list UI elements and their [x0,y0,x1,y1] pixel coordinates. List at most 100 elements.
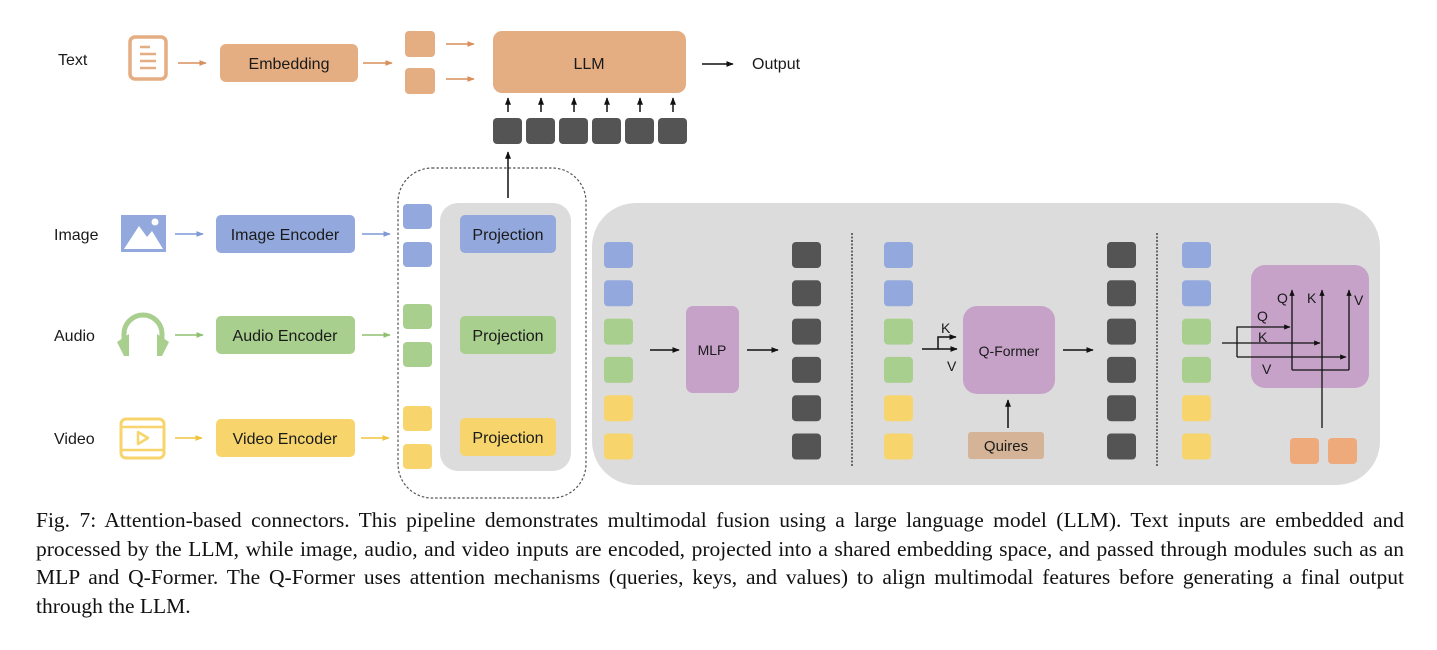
output-token-dark [1107,318,1136,345]
figure-caption: Fig. 7: Attention-based connectors. This… [36,508,1404,618]
text-input-row: Text Embedding [58,31,475,94]
image-input-row: Image Image Encoder [54,215,391,253]
attn-k-top: K [1307,290,1317,306]
audio-token [403,304,432,329]
attn-q-top: Q [1277,290,1288,306]
image-encoder-box [216,215,355,253]
qformer-box [963,306,1055,394]
audio-token [604,356,633,383]
embedding-box [220,44,358,82]
text-token [405,68,435,94]
attn-v-in: V [1262,361,1272,377]
audio-token [403,342,432,367]
video-encoder-box [216,419,355,457]
attn-k-in: K [1258,329,1268,345]
output-token-dark [1107,280,1136,307]
arrow [937,334,957,349]
output-token-dark [792,318,821,345]
headphones-icon [117,312,169,356]
output-token-dark [1107,242,1136,268]
qformer-connector: K V Q-Former Quires [922,306,1094,459]
audio-encoder-box [216,316,355,354]
image-encoder-label: Image Encoder [231,227,340,244]
input-label-audio: Audio [54,328,95,345]
image-token [403,242,432,267]
image-token [604,242,633,268]
projection-label: Projection [472,227,543,244]
output-token-dark [792,280,821,307]
video-token [604,433,633,460]
llm-block: LLM Output [493,31,801,198]
embedding-label: Embedding [249,56,330,73]
token-columns [604,242,1211,460]
audio-token [1182,356,1211,383]
output-token-dark [1107,395,1136,422]
projection-box-image [460,215,556,253]
llm-token [493,118,522,144]
input-label-text: Text [58,52,88,69]
image-icon [121,215,166,252]
image-token [1182,242,1211,268]
output-token [1290,438,1319,464]
projection-box-video [460,418,556,456]
queries-label: Quires [984,438,1028,455]
output-label: Output [752,56,801,73]
input-label-video: Video [54,431,95,448]
video-token [403,444,432,469]
llm-label: LLM [573,56,604,73]
projection-box-audio [460,316,556,354]
llm-token [658,118,687,144]
attn-v-top: V [1354,292,1364,308]
queries-box [968,432,1044,459]
document-icon [128,35,168,81]
output-token-dark [792,395,821,422]
qformer-label: Q-Former [979,343,1040,359]
attn-q-in: Q [1257,308,1268,324]
mlp-connector: MLP [650,306,779,393]
image-token [884,242,913,268]
video-token [1182,395,1211,422]
dashed-outline [397,167,587,499]
mlp-label: MLP [698,342,727,358]
projection-group: Projection Projection Projection [397,167,587,499]
video-token [403,406,432,431]
video-token [604,395,633,422]
mlp-box [686,306,739,393]
llm-token [526,118,555,144]
video-input-row: Video Video Encoder [54,417,390,460]
image-token [604,280,633,307]
output-token [1328,438,1357,464]
output-token-dark [792,356,821,383]
video-token [884,395,913,422]
image-token [1182,280,1211,307]
output-token-dark [792,242,821,268]
video-play-icon [119,417,166,460]
input-label-image: Image [54,227,99,244]
llm-token [592,118,621,144]
multimodal-connector-diagram: Text Embedding LLM Output Image [54,31,1380,499]
qformer-v-label: V [947,358,957,374]
connector-panel: MLP K V Q-Former Quires Q K V Q K V [592,203,1380,485]
audio-input-row: Audio Audio Encoder [54,312,391,356]
video-token [884,433,913,460]
projection-label: Projection [472,430,543,447]
llm-token [559,118,588,144]
text-token [405,31,435,57]
video-encoder-label: Video Encoder [233,431,338,448]
llm-token [625,118,654,144]
video-token [1182,433,1211,460]
llm-box [493,31,686,93]
llm-input-tokens [493,97,687,144]
output-token-dark [792,433,821,460]
audio-token [1182,318,1211,345]
image-token [884,280,913,307]
audio-token [884,356,913,383]
projection-label: Projection [472,328,543,345]
output-token-dark [1107,356,1136,383]
image-token [403,204,432,229]
audio-token [884,318,913,345]
output-token-dark [1107,433,1136,460]
audio-encoder-label: Audio Encoder [233,328,339,345]
attention-connector: Q K V Q K V [1222,265,1369,464]
audio-token [604,318,633,345]
